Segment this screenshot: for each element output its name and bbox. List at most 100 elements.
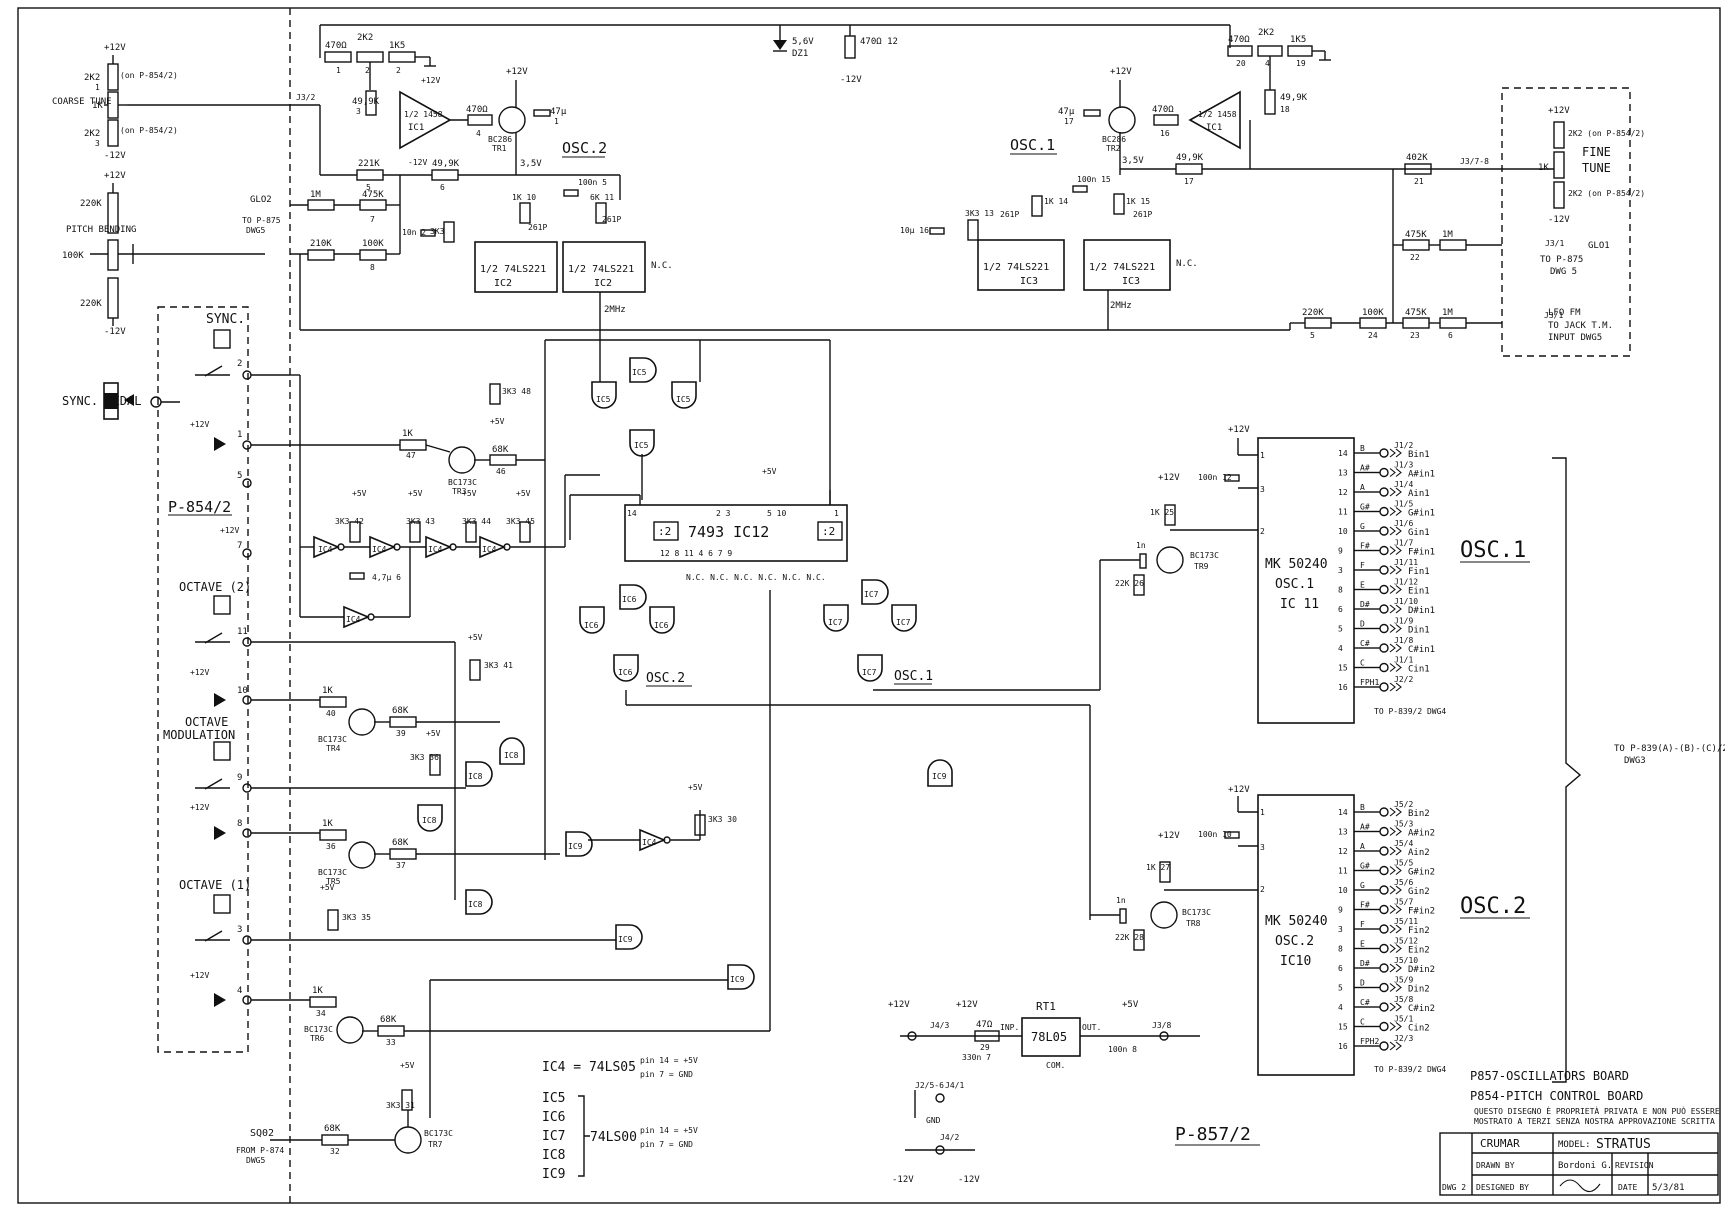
signal-name: D#in1: [1408, 606, 1435, 616]
svg-text:6K 11: 6K 11: [590, 193, 614, 202]
svg-text:4: 4: [476, 129, 481, 138]
connector-pin: [1379, 982, 1389, 993]
pin-number: 3: [1338, 925, 1343, 934]
svg-text:22K 28: 22K 28: [1115, 933, 1144, 942]
transistor-tr9: [1156, 546, 1184, 574]
zener-label: 5,6V: [792, 37, 814, 47]
nand-gate: [465, 761, 493, 787]
signal-name: Ain2: [1408, 848, 1430, 858]
svg-text:BC173C: BC173C: [318, 735, 347, 744]
disclaimer: MOSTRATO A TERZI SENZA NOSTRA APPROVAZIO…: [1474, 1117, 1715, 1126]
svg-text:261P: 261P: [1000, 210, 1019, 219]
svg-text:1K 10: 1K 10: [512, 193, 536, 202]
signal-name: Ein2: [1408, 946, 1430, 956]
connector-ref: J5/8: [1394, 995, 1413, 1004]
svg-text:7: 7: [370, 215, 375, 224]
pin-number: 14: [1338, 808, 1348, 817]
svg-text:475K: 475K: [1405, 308, 1427, 318]
svg-text:68K: 68K: [392, 706, 409, 716]
svg-text:210K: 210K: [310, 239, 332, 249]
svg-text:4,7μ 6: 4,7μ 6: [372, 573, 401, 582]
pin-number: 5: [1338, 984, 1343, 993]
connector-pin: [1379, 1041, 1389, 1051]
connector-ref: J5/2: [1394, 800, 1413, 809]
connector-pin: [1379, 1002, 1389, 1012]
svg-text:J3/1: J3/1: [1544, 311, 1563, 320]
svg-text:36: 36: [326, 842, 336, 851]
svg-text:BC286: BC286: [488, 135, 512, 144]
connector-pin: [1379, 526, 1389, 536]
supply-label: -12V: [892, 1175, 914, 1185]
svg-text:21: 21: [1414, 177, 1424, 186]
drawing-frame: [17, 7, 1721, 1204]
supply-label: +5V: [400, 1061, 415, 1070]
svg-text:1: 1: [336, 66, 341, 75]
pin-number: 15: [1338, 1023, 1348, 1032]
nand-gate: [465, 889, 493, 915]
signal-name: F#in2: [1408, 907, 1435, 917]
transistor-tr6: [336, 1016, 364, 1044]
signal-name: C#in2: [1408, 1004, 1435, 1014]
note-name: E: [1360, 581, 1365, 590]
svg-text:24: 24: [1368, 331, 1378, 340]
svg-text:BC173C: BC173C: [1190, 551, 1219, 560]
dwg-number: DWG 2: [1442, 1183, 1466, 1192]
connector-pin: [1379, 467, 1389, 478]
transistor-tr4: [348, 708, 376, 736]
transistor-ref: TR3: [452, 487, 467, 496]
svg-text:402K: 402K: [1406, 153, 1428, 163]
gate-ref: IC4: [318, 545, 333, 554]
signal-name: Fin1: [1408, 567, 1430, 577]
supply-label: +12V: [104, 43, 126, 53]
note-name: C#: [1360, 998, 1370, 1007]
svg-text:3: 3: [237, 925, 242, 935]
svg-text:2: 2: [237, 359, 242, 369]
glo2-label: GLO2: [250, 195, 272, 205]
gate-ref: IC6: [584, 621, 599, 630]
pin-number: 6: [1338, 605, 1343, 614]
gate-ref: IC4: [482, 545, 497, 554]
connector-ref: J1/4: [1394, 480, 1413, 489]
supply-label: -12V: [104, 327, 126, 337]
note-name: FPH2: [1360, 1037, 1379, 1046]
note-name: G: [1360, 881, 1365, 890]
regulator-pin: COM.: [1046, 1061, 1065, 1070]
connector-ref: J5/7: [1394, 898, 1413, 907]
svg-text:1: 1: [237, 430, 242, 440]
svg-text:1K: 1K: [322, 686, 333, 696]
supply-label: +5V: [426, 729, 441, 738]
osc2-logic-label: OSC.2: [646, 671, 685, 686]
mk50240-osc2: MK 50240 OSC.2 IC10 132 +12V 100n 10 1n …: [1090, 785, 1355, 1076]
svg-text:40: 40: [326, 709, 336, 718]
svg-text:(on P-854/2): (on P-854/2): [120, 126, 178, 135]
note-name: A#: [1360, 823, 1370, 832]
switch-octave-mod: 98 +12V: [190, 741, 252, 840]
ic2-monostable-a: [474, 241, 558, 293]
svg-text:3K3 36: 3K3 36: [410, 753, 439, 762]
nand-gate: [727, 964, 755, 990]
fine-tune-section: +12V 2K2 (on P-854/2) 1K 2K2 (on P-854/2…: [1289, 87, 1645, 357]
transistor-ref: TR2: [1106, 144, 1121, 153]
fine-tune-label: TUNE: [1582, 161, 1611, 175]
svg-text:100n 5: 100n 5: [578, 178, 607, 187]
svg-text:34: 34: [316, 1009, 326, 1018]
date-label: DATE: [1618, 1183, 1637, 1192]
svg-text:220K: 220K: [80, 299, 102, 309]
connector-pin: [1379, 662, 1389, 673]
signal-name: A#in1: [1408, 470, 1435, 480]
supply-label: +12V: [190, 803, 209, 812]
transistor-ref: TR5: [326, 877, 341, 886]
svg-text:100K: 100K: [362, 239, 384, 249]
pin-number: 13: [1338, 828, 1348, 837]
gate-ref: IC9: [730, 975, 745, 984]
pin-number: 4: [1338, 644, 1343, 653]
p854-switch-box: [157, 306, 249, 1053]
p857-board-label: P-857/2: [1175, 1124, 1251, 1145]
supply-label: +5V: [688, 783, 703, 792]
title-line: P857-OSCILLATORS BOARD: [1470, 1069, 1629, 1083]
